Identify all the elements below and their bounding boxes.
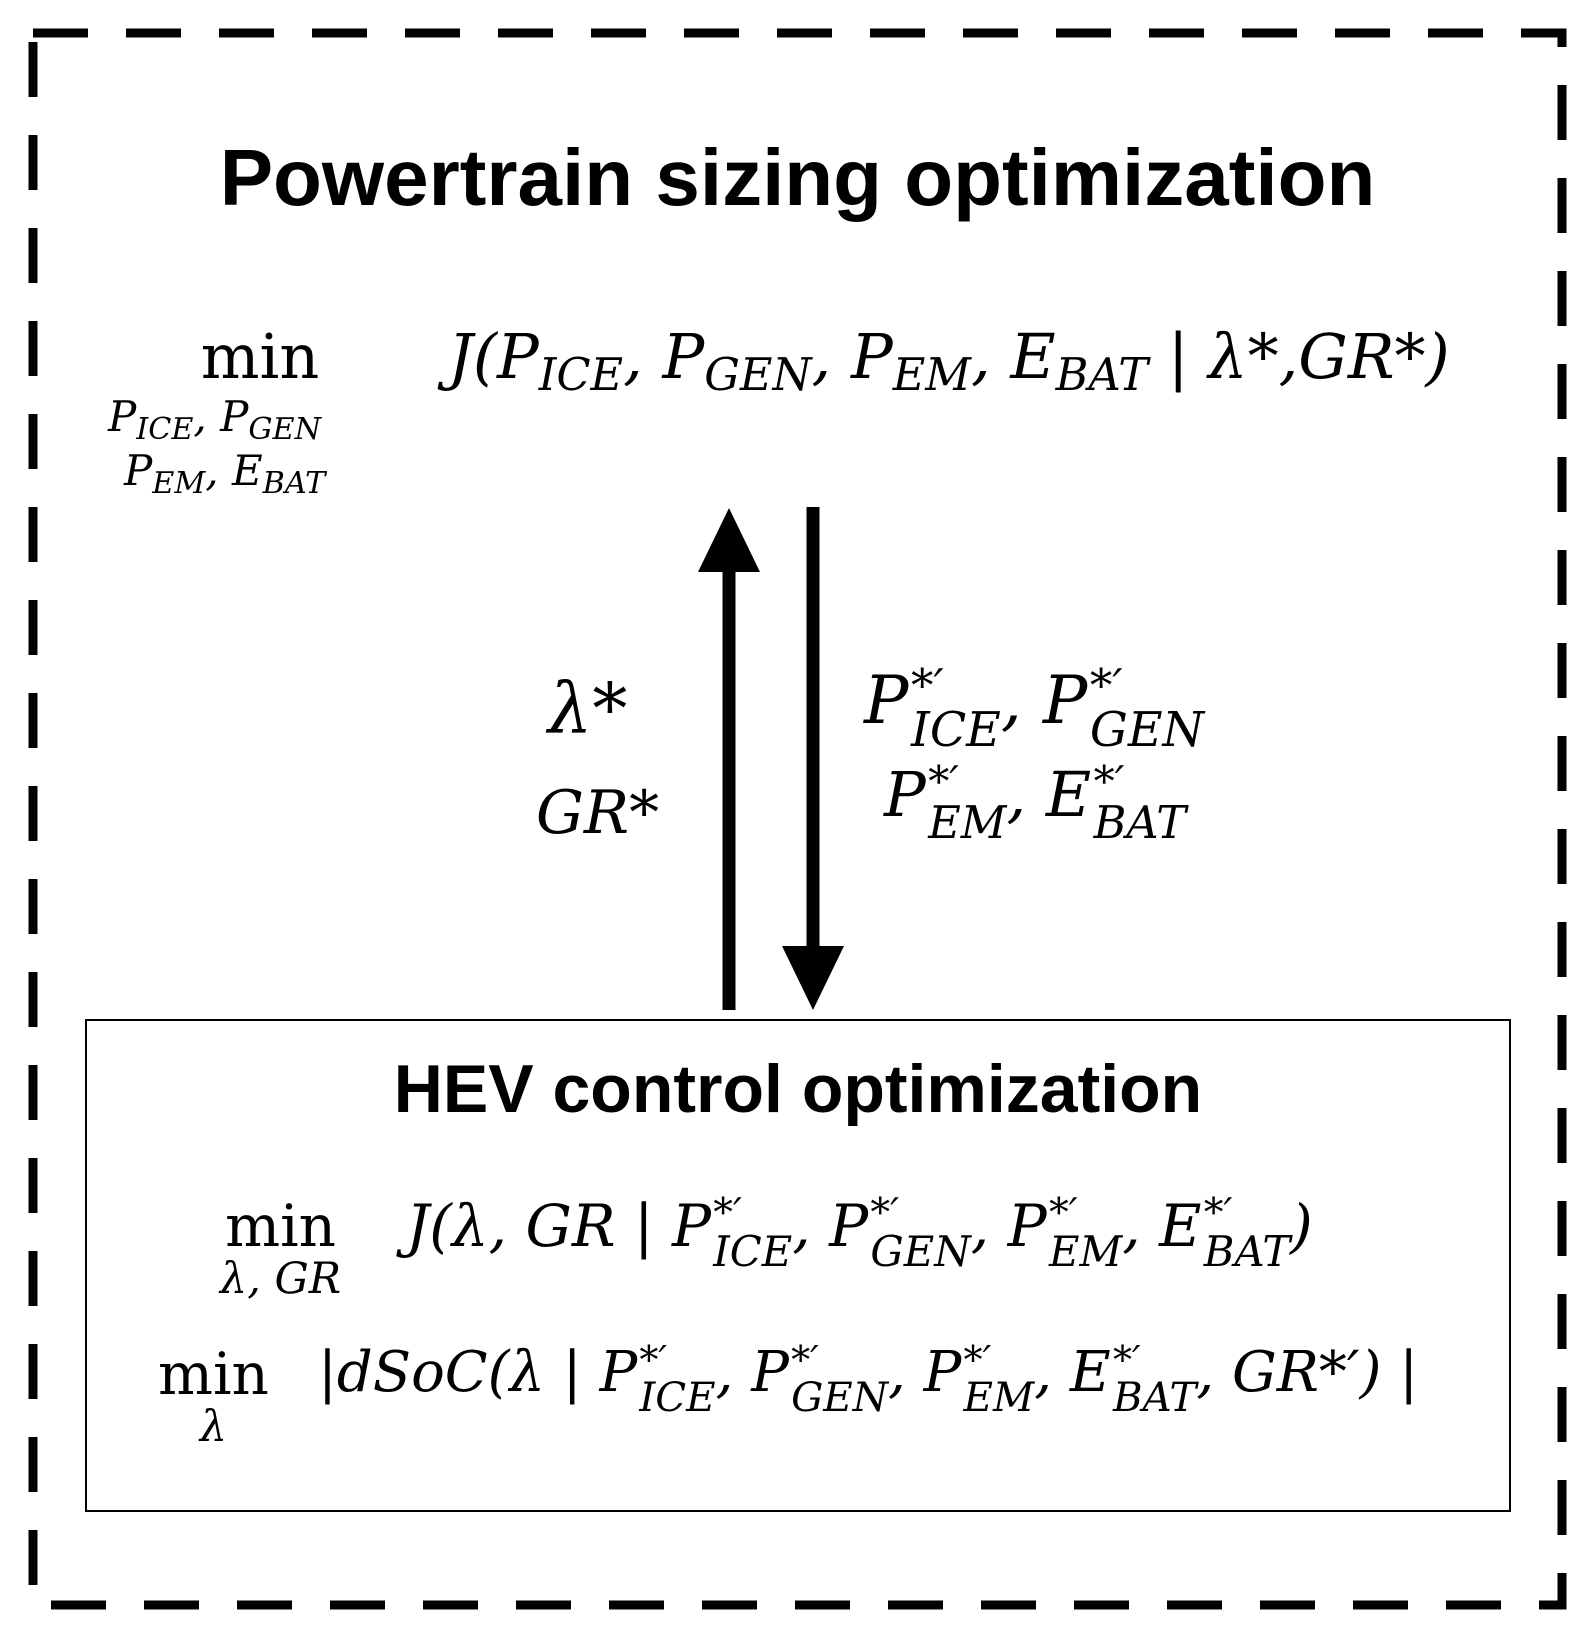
arg-e-bat: EBAT xyxy=(1010,320,1148,402)
limit-p-gen: PGEN xyxy=(220,392,322,448)
eq1-min-label: min xyxy=(225,1192,336,1260)
outer-min-limits-line1: PICE, PGEN xyxy=(108,392,322,448)
min-label: min xyxy=(200,320,320,393)
outer-min-limits-line2: PEM, EBAT xyxy=(124,446,326,502)
inner-control-box xyxy=(85,1019,1511,1512)
term-e-bat: E*′BAT xyxy=(1045,756,1186,849)
eq1-term-e-bat: E*′BAT xyxy=(1159,1189,1291,1277)
label-p-em-e-bat: P*′EM, E*′BAT xyxy=(884,756,1186,849)
outer-min-operator: min xyxy=(0,320,520,393)
eq1-min-limits: λ, GR xyxy=(220,1253,342,1304)
eq2-term-p-em: P*′EM xyxy=(923,1338,1035,1421)
eq2-term-e-bat: E*′BAT xyxy=(1069,1338,1197,1421)
arrow-down xyxy=(782,507,844,1010)
arg-p-gen: PGEN xyxy=(662,320,812,402)
label-gr-star: GR* xyxy=(536,778,660,848)
term-p-ice: P*′ICE xyxy=(864,659,1001,759)
eq2-min-label: min xyxy=(158,1340,269,1408)
outer-objective-expression: J(PICE, PGEN, PEM, EBAT | λ*,GR*) xyxy=(448,320,1450,402)
arg-p-em: PEM xyxy=(850,320,971,402)
eq2-term-p-gen: P*′GEN xyxy=(751,1338,889,1421)
term-p-em: P*′EM xyxy=(884,756,1007,849)
eq2-term-p-ice: P*′ICE xyxy=(599,1338,716,1421)
inner-eq1-expression: J(λ, GR | P*′ICE, P*′GEN, P*′EM, E*′BAT) xyxy=(406,1189,1313,1277)
limit-e-bat: EBAT xyxy=(232,446,326,502)
label-p-ice-p-gen: P*′ICE, P*′GEN xyxy=(864,659,1205,759)
eq2-min-limits: λ xyxy=(199,1401,228,1452)
inner-eq2-expression: |dSoC(λ | P*′ICE, P*′GEN, P*′EM, E*′BAT,… xyxy=(318,1338,1419,1421)
arrow-up xyxy=(698,508,760,1010)
eq1-term-p-gen: P*′GEN xyxy=(829,1189,971,1277)
term-p-gen: P*′GEN xyxy=(1042,659,1205,759)
eq1-term-p-em: P*′EM xyxy=(1007,1189,1123,1277)
limit-p-em: PEM xyxy=(124,446,206,502)
outer-title: Powertrain sizing optimization xyxy=(219,133,1376,222)
arg-p-ice: PICE xyxy=(497,320,624,402)
inner-title: HEV control optimization xyxy=(393,1051,1203,1127)
outer-dashed-border xyxy=(28,28,1567,1610)
eq1-term-p-ice: P*′ICE xyxy=(671,1189,793,1277)
label-lambda-star: λ* xyxy=(548,668,628,750)
limit-p-ice: PICE xyxy=(108,392,194,448)
